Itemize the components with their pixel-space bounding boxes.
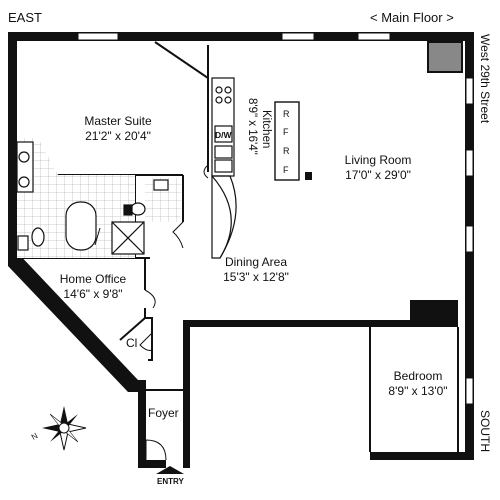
- dining-area-dims: 15'3" x 12'8": [223, 270, 289, 284]
- kitchen-name: Kitchen: [260, 110, 272, 149]
- street-west-label: West 29th Street: [478, 34, 492, 124]
- island-label-2: F: [283, 127, 289, 137]
- master-suite-dims: 21'2" x 20'4": [85, 129, 151, 143]
- door-swings: [94, 164, 209, 461]
- entry-label: ENTRY: [157, 477, 184, 486]
- street-south-label: SOUTH: [478, 410, 492, 452]
- diagonal-wall: [8, 250, 138, 392]
- home-office-dims: 14'6" x 9'8": [63, 287, 123, 301]
- main-floor-label: < Main Floor >: [370, 10, 454, 25]
- kitchen-counters: [211, 77, 237, 259]
- windows-west: [465, 77, 474, 405]
- entry-arrow: [156, 466, 184, 474]
- island-label-1: R: [283, 109, 290, 119]
- windows-east: [77, 32, 391, 41]
- living-room-name: Living Room: [344, 153, 412, 167]
- foyer-name: Foyer: [148, 406, 179, 420]
- compass-rose: [42, 406, 87, 451]
- kitchen-dims: 8'9" x 16'4": [246, 98, 258, 155]
- bath-tile-floor: [17, 138, 135, 258]
- kitchen-island: [274, 101, 300, 181]
- island-label-4: F: [283, 165, 289, 175]
- bedroom-dims: 8'9" x 13'0": [388, 384, 448, 398]
- dining-area-name: Dining Area: [224, 255, 288, 269]
- closet-name: Cl: [126, 336, 138, 350]
- east-label: EAST: [8, 10, 42, 25]
- dishwasher-label: D/W: [215, 130, 232, 140]
- island-label-3: R: [283, 146, 290, 156]
- bath-fixtures: [16, 141, 169, 255]
- column: [427, 41, 463, 73]
- home-office-name: Home Office: [59, 272, 127, 286]
- bedroom-name: Bedroom: [393, 369, 443, 383]
- master-suite-name: Master Suite: [84, 114, 152, 128]
- living-room-dims: 17'0" x 29'0": [345, 168, 411, 182]
